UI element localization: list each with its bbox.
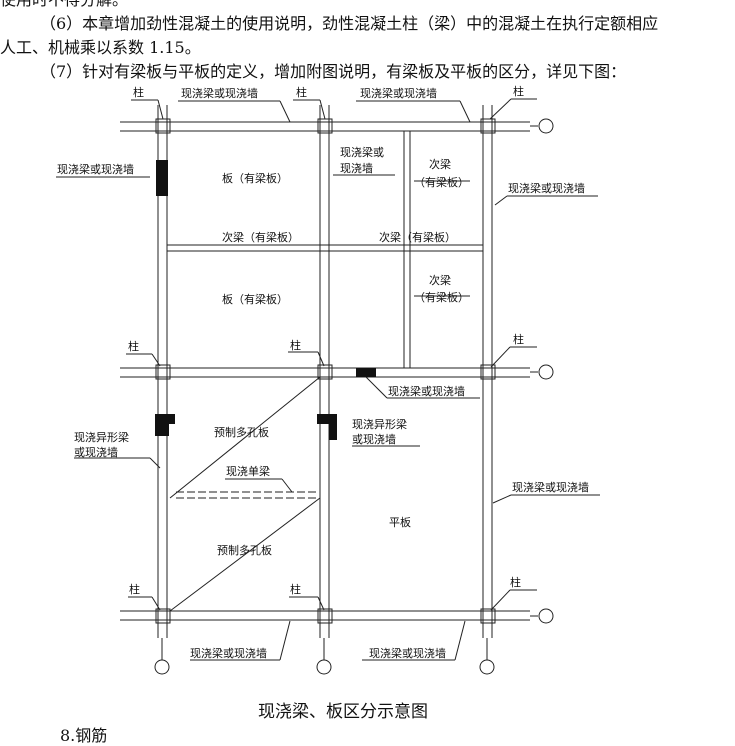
label-secondary-1b: （有梁板） [414,175,469,189]
label-beam-right-1: 现浇梁或现浇墙 [508,181,585,195]
label-beam-right-2: 现浇梁或现浇墙 [512,480,589,494]
label-precast-2: 预制多孔板 [217,543,272,557]
label-irregular-mid-1: 现浇异形梁 [352,417,407,431]
label-column-4: 柱 [128,339,139,353]
paragraph-6-line-2: 人工、机械乘以系数 1.15。 [0,38,201,57]
label-secondary-h1: 次梁（有梁板） [222,230,299,244]
label-beam-top-1: 现浇梁或现浇墙 [181,86,258,100]
figure-caption: 现浇梁、板区分示意图 [258,702,428,722]
label-column-6: 柱 [513,332,524,346]
label-secondary-2: 次梁 [429,273,451,287]
label-precast-1: 预制多孔板 [214,425,269,439]
label-irregular-left-1: 现浇异形梁 [74,430,129,444]
label-beam-bottom-2: 现浇梁或现浇墙 [369,646,446,660]
paragraph-6-line-1: （6）本章增加劲性混凝土的使用说明，劲性混凝土柱（梁）中的混凝土在执行定额相应 [40,14,659,33]
label-beam-left: 现浇梁或现浇墙 [57,162,134,176]
label-secondary-h2: 次梁（有梁板） [379,230,456,244]
label-beam-top-2: 现浇梁或现浇墙 [360,86,437,100]
label-column-8: 柱 [290,582,301,596]
label-beam-bottom-1: 现浇梁或现浇墙 [190,646,267,660]
label-irregular-mid-2: 或现浇墙 [352,432,396,446]
label-beam-mid-2: 现浇墙 [340,161,373,175]
label-beam-mid-row: 现浇梁或现浇墙 [388,384,465,398]
paragraph-7: （7）针对有梁板与平板的定义，增加附图说明，有梁板及平板的区分，详见下图： [40,62,627,81]
label-column-9: 柱 [510,575,521,589]
next-section-heading: 8.钢筋 [60,726,108,745]
label-beam-mid-1: 现浇梁或 [340,145,384,159]
label-secondary-1: 次梁 [429,157,451,171]
irregular-beam-mid [317,414,337,440]
label-irregular-left-2: 或现浇墙 [74,445,118,459]
label-flat-slab: 平板 [389,515,411,529]
label-column-2: 柱 [296,85,307,99]
label-column-7: 柱 [129,582,140,596]
label-secondary-2b: （有梁板） [414,290,469,304]
label-column-3: 柱 [513,84,524,98]
label-slab-1: 板（有梁板） [222,171,288,185]
label-column-5: 柱 [290,338,301,352]
label-slab-2: 板（有梁板） [222,292,288,306]
label-single-beam: 现浇单梁 [226,464,270,478]
label-column-1: 柱 [133,85,144,99]
irregular-beam-left [155,414,175,436]
prev-paragraph-line: 使用时不得分解。 [0,0,128,10]
wall-block-left-top [156,160,168,196]
wall-block-mid [356,368,376,377]
